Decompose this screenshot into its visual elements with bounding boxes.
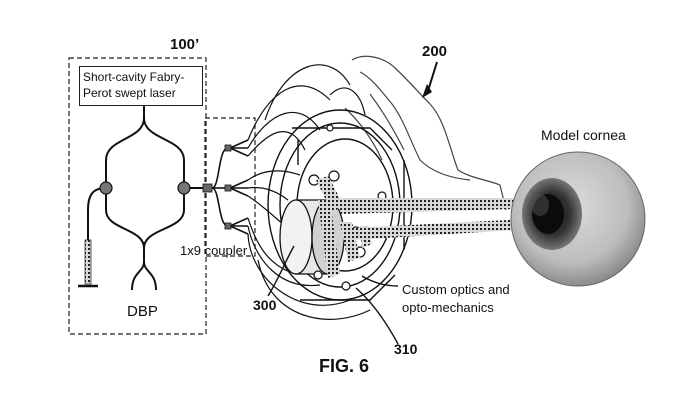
model-cornea-label: Model cornea — [541, 127, 626, 143]
coupler-splitters — [202, 144, 232, 230]
swept-laser-box: Short-cavity Fabry- Perot swept laser — [79, 66, 203, 106]
laser-label-line2: Perot swept laser — [83, 86, 176, 101]
oct-beams — [316, 176, 548, 278]
ref-300-label: 300 — [253, 297, 277, 313]
optics-label: Custom optics and opto-mechanics — [402, 281, 510, 316]
ref-200-arrowhead — [422, 84, 432, 98]
figure-caption: FIG. 6 — [319, 356, 370, 376]
circulator-right — [177, 181, 191, 195]
interferometer-fibers — [87, 106, 204, 291]
ref-100-label: 100’ — [170, 36, 200, 53]
leader-lines — [267, 245, 399, 345]
system-enclosure — [68, 57, 207, 335]
circulator-left — [99, 181, 113, 195]
optics-label-line2: opto-mechanics — [402, 299, 494, 315]
laser-label-line1: Short-cavity Fabry- — [83, 70, 185, 84]
model-cornea — [510, 151, 646, 287]
probe-fibers — [247, 64, 371, 320]
ref-200-label: 200 — [422, 43, 448, 60]
optics-label-line1: Custom optics and — [402, 282, 510, 297]
coupler-label: 1x9 coupler — [180, 243, 248, 258]
ref-310-label: 310 — [394, 341, 418, 357]
reference-arm — [78, 239, 98, 288]
dbp-label: DBP — [127, 303, 158, 320]
